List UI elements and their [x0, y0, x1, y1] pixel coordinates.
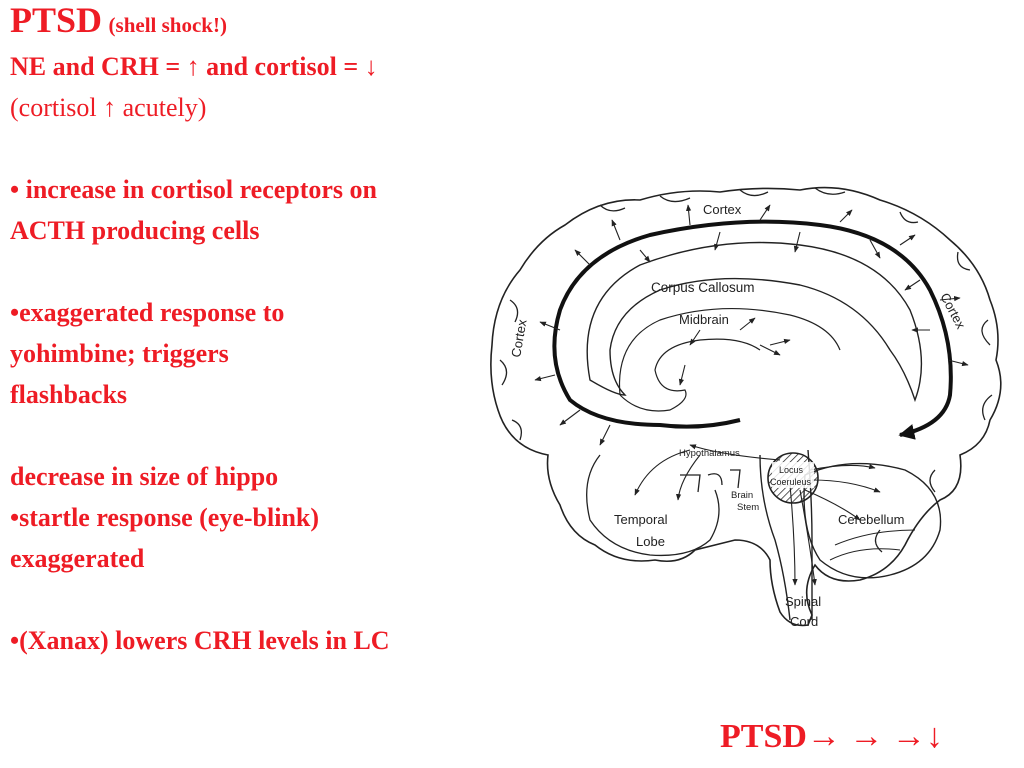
label-cortex-left: Cortex — [508, 318, 530, 359]
cortex-projection-arrows — [534, 204, 969, 446]
label-cerebellum: Cerebellum — [838, 512, 904, 527]
lc-projection-pathway — [552, 219, 953, 440]
label-temporal-1: Temporal — [614, 512, 668, 527]
midbrain-outline — [618, 307, 841, 412]
bullet-xanax: •(Xanax) lowers CRH levels in LC — [10, 626, 390, 655]
label-spinal-2: Cord — [790, 614, 818, 629]
bullet-yohimbine-cont2: flashbacks — [10, 380, 128, 409]
cortisol-acute-line: (cortisol ↑ acutely) — [10, 93, 207, 122]
temporal-lobe-outline — [586, 454, 720, 557]
label-locus-1: Locus — [779, 465, 804, 475]
label-locus-2: Coeruleus — [770, 477, 812, 487]
cortex-gyri — [499, 187, 993, 553]
label-brain-stem-2: Stem — [737, 502, 759, 513]
label-midbrain: Midbrain — [679, 312, 729, 327]
label-corpus-callosum: Corpus Callosum — [651, 280, 755, 295]
bullet-startle: •startle response (eye-blink) — [10, 503, 320, 532]
bullet-cortisol-receptors: • increase in cortisol receptors on — [10, 175, 378, 204]
cortex-outline — [490, 186, 1002, 627]
hippo-line: decrease in size of hippo — [10, 462, 279, 491]
cerebellum-outline — [803, 462, 942, 579]
footer-ptsd-arrows: PTSD→ → →↓ — [720, 718, 943, 755]
slide-body: PTSD (shell shock!) NE and CRH = ↑ and c… — [10, 0, 510, 661]
title-line: PTSD (shell shock!) — [10, 0, 510, 46]
hormone-line: NE and CRH = ↑ and cortisol = ↓ — [10, 52, 378, 81]
bullet-yohimbine-cont1: yohimbine; triggers — [10, 339, 229, 368]
bullet-yohimbine: •exaggerated response to — [10, 298, 285, 327]
label-hypothalamus: Hypothalamus — [679, 448, 740, 459]
corpus-callosum — [586, 241, 923, 403]
bullet-startle-cont: exaggerated — [10, 544, 145, 573]
slide-title: PTSD — [10, 0, 103, 40]
pituitary-stalk — [680, 469, 741, 493]
slide-subtitle: (shell shock!) — [108, 13, 227, 37]
label-brain-stem-1: Brain — [731, 490, 753, 501]
brain-diagram: Cortex Cortex Cortex Corpus Callosum Mid… — [490, 186, 1002, 629]
label-cortex-top: Cortex — [703, 202, 742, 217]
label-spinal-1: Spinal — [785, 594, 821, 609]
label-temporal-2: Lobe — [636, 534, 665, 549]
bullet-cortisol-receptors-cont: ACTH producing cells — [10, 216, 260, 245]
